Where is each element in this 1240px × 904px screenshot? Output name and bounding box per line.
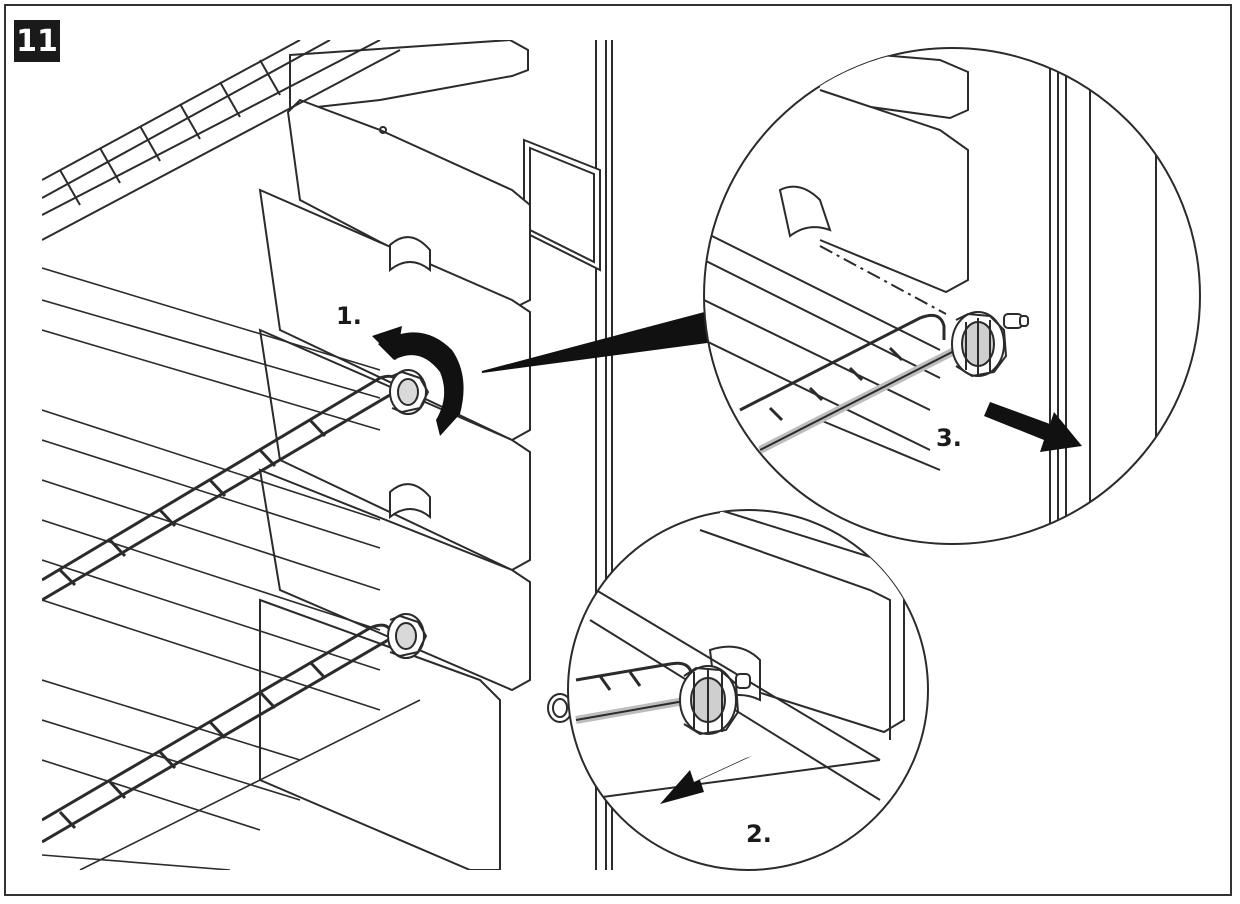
main-scene <box>42 40 613 870</box>
zoom-detail-bottom <box>567 509 929 871</box>
step-label-1: 1. <box>336 302 362 330</box>
rail-ledges <box>258 40 531 870</box>
rotate-arrow-icon <box>372 326 464 436</box>
figure-number-badge: 11 <box>14 20 60 62</box>
lower-rail-nut <box>387 613 428 659</box>
pull-arrow-icon <box>660 756 752 804</box>
top-shelf <box>42 40 401 241</box>
zoom-detail-top <box>703 47 1201 545</box>
step-label-3: 3. <box>936 424 962 452</box>
fixing-holes <box>379 126 573 723</box>
pull-arrow-icon <box>984 402 1082 452</box>
lower-shelf <box>42 699 421 870</box>
step-label-2: 2. <box>746 820 772 848</box>
back-lines <box>42 267 381 831</box>
upper-rail-nut <box>389 369 430 415</box>
